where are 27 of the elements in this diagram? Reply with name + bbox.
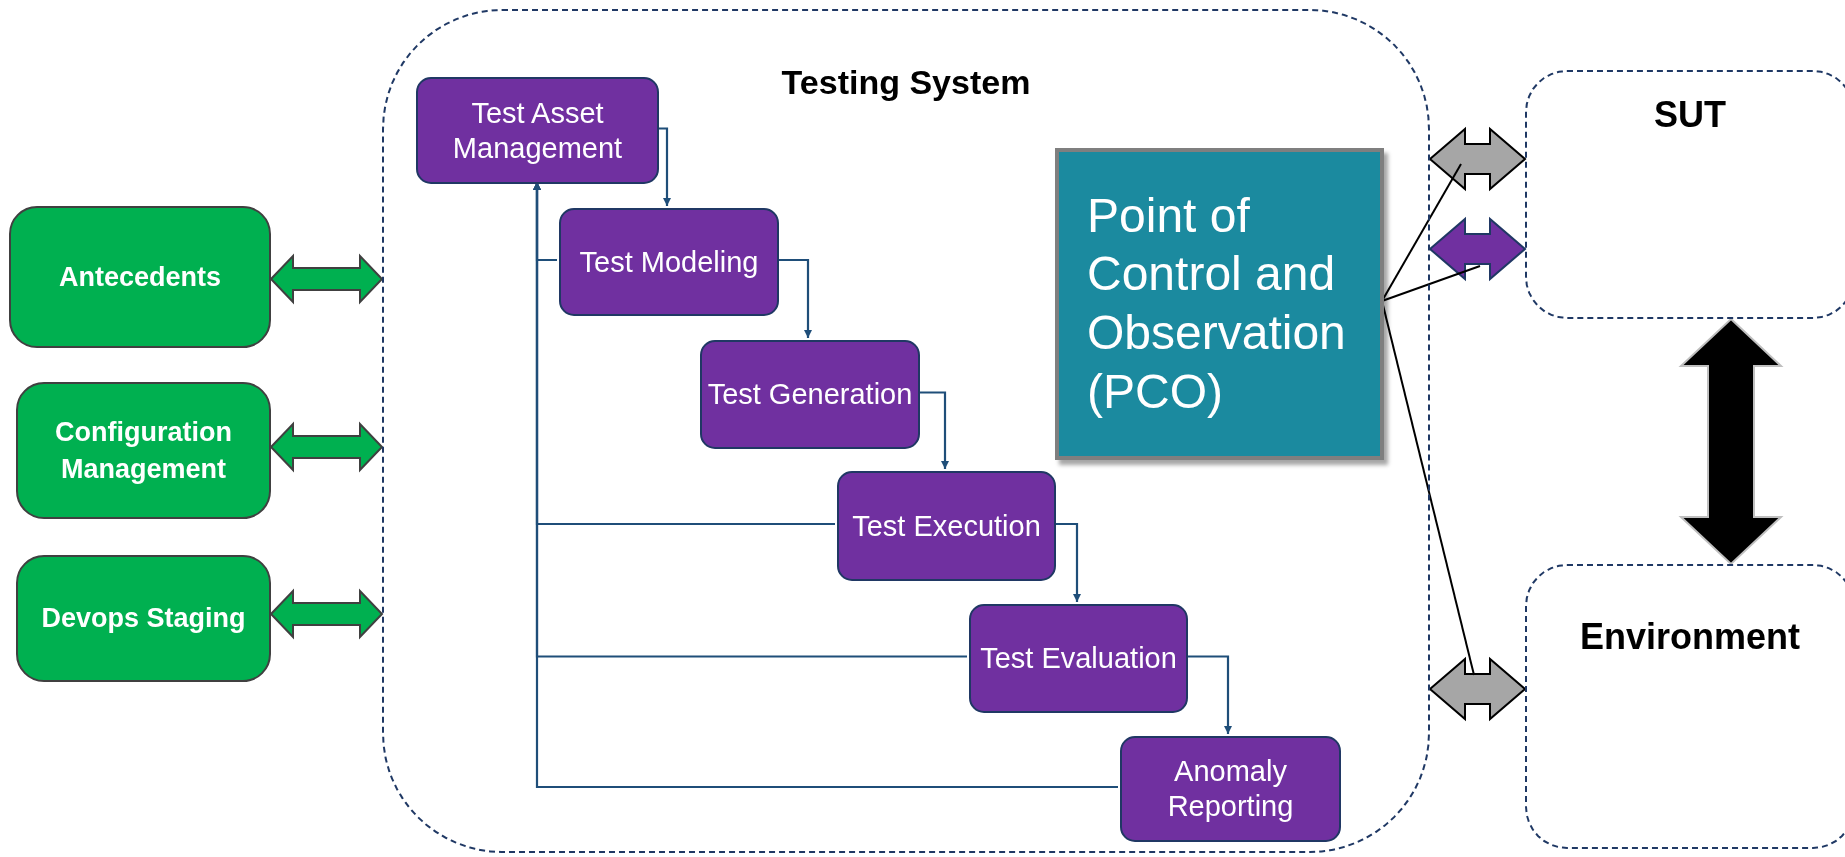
double-arrow: [1678, 317, 1784, 566]
process-box: Test Asset Management: [416, 77, 659, 184]
system-boundary: [382, 9, 1430, 853]
input-box: Antecedents: [9, 206, 271, 348]
flow-arrow: [918, 391, 949, 469]
process-box: Anomaly Reporting: [1120, 736, 1341, 842]
control-point-box: Point of Control and Observation (PCO): [1055, 148, 1384, 460]
flow-arrow: [657, 127, 671, 206]
double-arrow: [1428, 216, 1527, 282]
flow-arrow: [1186, 655, 1232, 734]
container-title: Testing System: [780, 63, 1032, 102]
input-box: Configuration Management: [16, 382, 271, 519]
input-box: Devops Staging: [16, 555, 271, 682]
process-box: Test Execution: [837, 471, 1056, 581]
environment-box: Environment: [1525, 564, 1845, 849]
process-box: Test Evaluation: [969, 604, 1188, 713]
process-box: Test Generation: [700, 340, 920, 449]
system-box: SUT: [1525, 70, 1845, 319]
flow-arrow: [1054, 522, 1081, 602]
double-arrow: [269, 421, 384, 473]
double-arrow: [269, 588, 384, 640]
process-box: Test Modeling: [559, 208, 779, 316]
double-arrow: [1428, 656, 1527, 722]
double-arrow: [269, 253, 384, 305]
flow-arrow: [533, 182, 1118, 789]
double-arrow: [1428, 126, 1527, 192]
flow-arrow: [777, 258, 812, 338]
